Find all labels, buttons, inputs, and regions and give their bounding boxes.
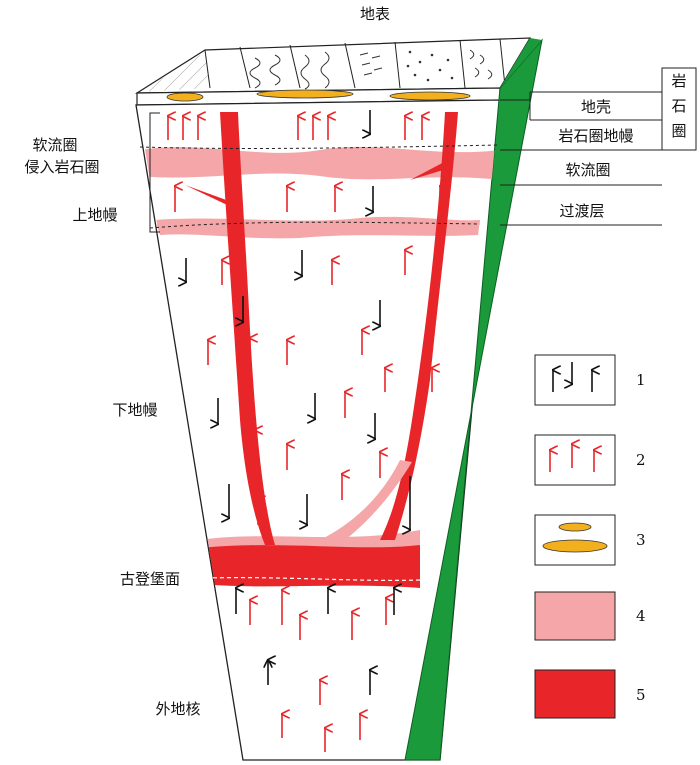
label-lithosphere-3: 圈 <box>671 122 686 140</box>
magma-lenses <box>166 89 471 102</box>
legend-1-box <box>534 354 616 406</box>
layer-boundaries <box>139 144 501 582</box>
label-intrusion-1: 软流圈 <box>32 136 77 154</box>
legend-2-icon <box>550 444 594 472</box>
left-bracket <box>149 112 160 233</box>
label-lithosphere-1: 岩 <box>671 72 686 90</box>
label-transition-zone: 过渡层 <box>559 202 604 220</box>
legend-2-box <box>534 434 616 486</box>
text-labels: 地表 地壳 岩石圈地幔 软流圈 过渡层 岩 石 圈 软流圈 侵入岩石圈 上地幔 … <box>24 5 686 718</box>
legend-3-icon <box>542 522 608 553</box>
label-upper-mantle: 上地幔 <box>72 206 117 224</box>
legend-5-label: 5 <box>636 686 646 704</box>
legend-3-label: 3 <box>636 531 646 549</box>
label-lower-mantle: 下地幔 <box>112 401 157 419</box>
label-lithosphere-2: 石 <box>671 97 686 115</box>
convection-arrows <box>168 110 440 752</box>
legend-4-box <box>534 591 616 641</box>
label-lithospheric-mantle: 岩石圈地幔 <box>558 127 633 145</box>
legend-1-icon <box>553 362 592 392</box>
label-crust: 地壳 <box>581 98 611 116</box>
legend-5-box <box>534 669 616 719</box>
label-outer-core: 外地核 <box>155 700 200 718</box>
label-asthenosphere: 软流圈 <box>565 161 610 179</box>
legend-1-label: 1 <box>636 371 646 389</box>
label-surface: 地表 <box>360 5 390 23</box>
right-layer-table <box>500 67 697 226</box>
earth-wedge <box>135 38 543 761</box>
legend <box>534 354 616 719</box>
label-intrusion-2: 侵入岩石圈 <box>24 158 99 176</box>
label-gutenberg: 古登堡面 <box>120 570 180 588</box>
legend-4-label: 4 <box>636 607 646 625</box>
legend-2-label: 2 <box>636 451 646 469</box>
